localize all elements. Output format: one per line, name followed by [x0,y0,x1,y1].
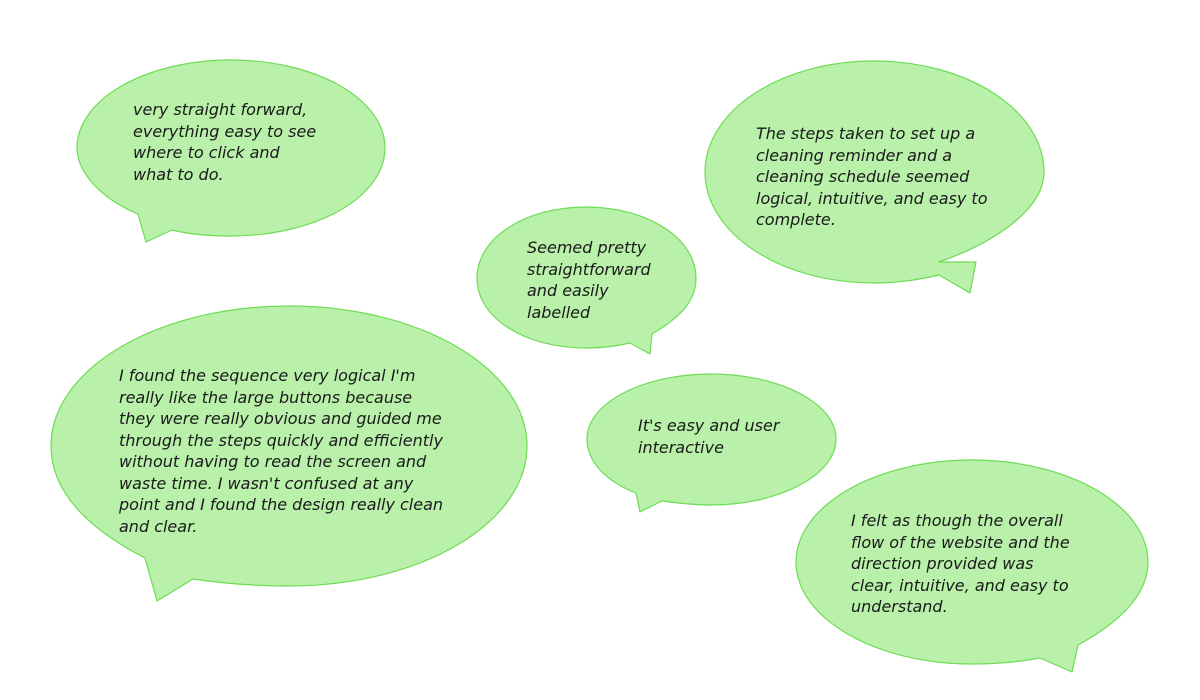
bubble-4-text: I found the sequence very logical I'm re… [119,366,444,536]
bubble-5-text: It's easy and user interactive [638,416,780,457]
speech-bubble-5 [586,373,837,513]
speech-bubble-4-shape [50,305,528,602]
speech-bubble-4 [50,305,528,602]
bubble-1-text: very straight forward, everything easy t… [133,100,317,184]
speech-bubble-3-shape [476,206,697,355]
speech-bubble-2 [704,60,1045,294]
speech-bubble-1-shape [76,59,386,243]
speech-bubble-6 [795,459,1149,673]
speech-bubble-3 [476,206,697,355]
speech-bubble-5-shape [586,373,837,513]
bubble-6-text: I felt as though the overall flow of the… [851,511,1070,616]
speech-bubble-1 [76,59,386,243]
bubble-3-text: Seemed pretty straightforward and easily… [527,238,651,322]
speech-bubble-2-shape [704,60,1045,294]
bubble-2-text: The steps taken to set up a cleaning rem… [756,124,988,229]
speech-bubble-6-shape [795,459,1149,673]
